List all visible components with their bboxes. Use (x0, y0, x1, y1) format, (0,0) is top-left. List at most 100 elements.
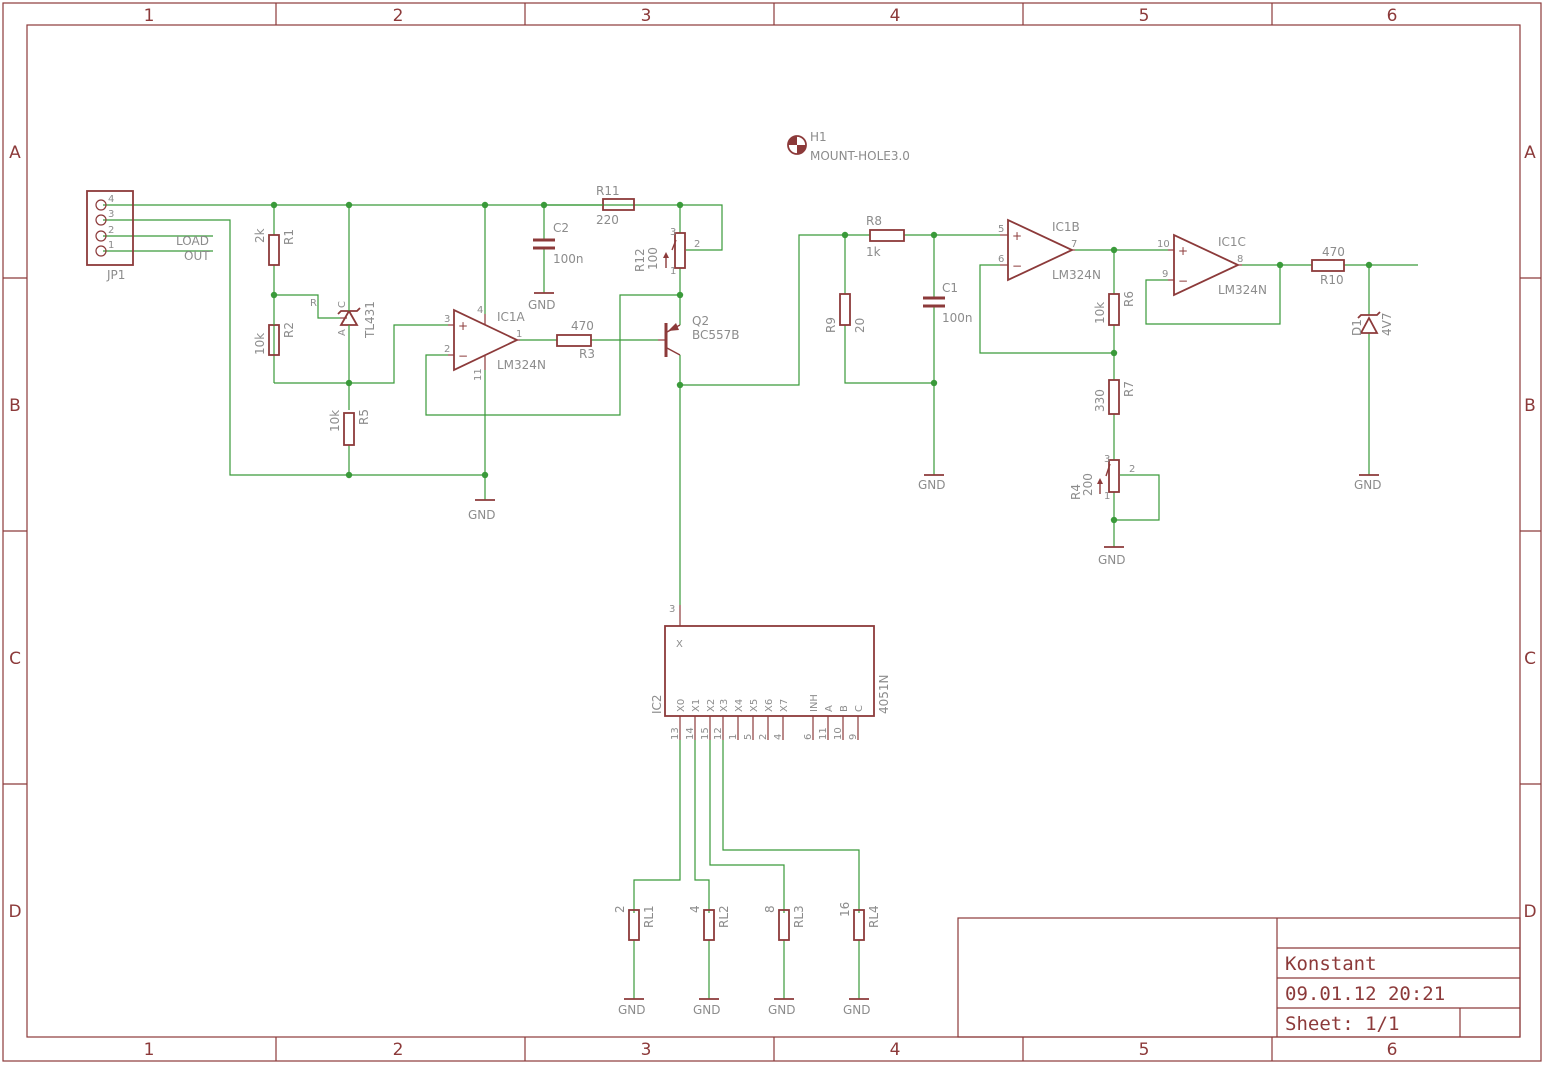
ic2-x-pin-label: X (676, 639, 683, 650)
c2-value: 100n (553, 252, 584, 266)
frame-row-b-left: B (9, 396, 21, 416)
title-block-title: Konstant (1285, 953, 1377, 975)
gnd-r4: GND (1098, 546, 1126, 567)
tl431-pin-a: A (337, 329, 348, 336)
r12-name: R12 (633, 248, 647, 272)
ic2-pin-num-2: 2 (758, 734, 769, 740)
frame-column-2-bottom: 2 (393, 1040, 404, 1060)
frame-row-c-right: C (1524, 649, 1536, 669)
ic2-pin-num-13: 13 (670, 727, 681, 740)
gnd-symbols: GND GND GND GND GND GND GND GND GND (468, 292, 1382, 1017)
frame-column-4-bottom: 4 (890, 1040, 901, 1060)
gnd-rl3: GND (768, 998, 796, 1017)
resistor-r9: R9 20 (824, 293, 867, 333)
resistor-r3: 470 R3 (556, 319, 595, 361)
trimmer-r4: R4 200 3 2 1 (1069, 454, 1135, 502)
gnd-label: GND (918, 478, 946, 492)
c1-name: C1 (942, 281, 958, 295)
opamp-ic1c: + − 10 9 8 IC1C LM324N (1157, 233, 1267, 297)
resistor-rl4: 16 RL4 (838, 902, 881, 941)
ic1a-plus: + (458, 319, 468, 333)
ic2-pin-num-10: 10 (833, 727, 844, 740)
rl2-name: RL2 (717, 905, 731, 928)
jp1-pin-4: 4 (108, 194, 114, 205)
rl1-value: 2 (613, 905, 627, 913)
frame-column-6-bottom: 6 (1387, 1040, 1398, 1060)
r8-name: R8 (866, 214, 882, 228)
title-block-sheet: Sheet: 1/1 (1285, 1013, 1399, 1035)
frame-column-2-top: 2 (393, 6, 404, 26)
gnd-label: GND (468, 508, 496, 522)
rl1-name: RL1 (642, 905, 656, 928)
rl3-name: RL3 (792, 905, 806, 928)
connector-jp1: 4 3 2 1 LOAD OUT JP1 (86, 190, 210, 282)
r9-value: 20 (853, 318, 867, 333)
tl431-pin-c: C (337, 301, 348, 308)
ic2-pin-label-x4: X4 (734, 699, 745, 712)
r9-name: R9 (824, 317, 838, 333)
ic1a-value: LM324N (497, 358, 546, 372)
title-block: Konstant 09.01.12 20:21 Sheet: 1/1 (957, 917, 1521, 1038)
gnd-ic1a: GND (468, 499, 496, 522)
r4-pin-2: 2 (1129, 464, 1135, 475)
ic1b-value: LM324N (1052, 268, 1101, 282)
ic2-pin-label-x6: X6 (764, 699, 775, 712)
resistor-r5: 10k R5 (328, 409, 371, 446)
jp1-label-load: LOAD (176, 234, 209, 248)
ic2-value: 4051N (877, 674, 891, 714)
rl3-value: 8 (763, 905, 777, 913)
r6-value: 10k (1093, 302, 1107, 324)
resistor-rl3: 8 RL3 (763, 905, 806, 941)
ic1c-pin-8: 8 (1237, 254, 1243, 265)
frame-column-1-top: 1 (144, 6, 155, 26)
h1-name: H1 (810, 130, 827, 144)
ic1a-pin-1: 1 (516, 329, 522, 340)
r11-name: R11 (596, 184, 620, 198)
gnd-rl2: GND (693, 998, 721, 1017)
gnd-label: GND (768, 1003, 796, 1017)
frame-column-3-bottom: 3 (641, 1040, 652, 1060)
resistor-r1: 2k R1 (253, 228, 296, 266)
zener-d1: D1 4V7 (1350, 311, 1394, 336)
r10-name: R10 (1320, 273, 1344, 287)
frame-column-1-bottom: 1 (144, 1040, 155, 1060)
opamp-ic1b: + − 5 6 7 IC1B LM324N (998, 218, 1101, 282)
ic2-pin-label-x2: X2 (706, 699, 717, 712)
ic1b-pin-6: 6 (998, 254, 1004, 265)
r10-value: 470 (1322, 245, 1345, 259)
q2-value: BC557B (692, 328, 740, 342)
ic2-pin-num-11: 11 (818, 727, 829, 740)
jp1-name: JP1 (106, 268, 125, 282)
mount-hole-h1: H1 MOUNT-HOLE3.0 (787, 130, 910, 163)
r2-name: R2 (282, 322, 296, 338)
transistor-q2: Q2 BC557B (658, 314, 740, 357)
jp1-pin-1: 1 (108, 240, 114, 251)
r5-value: 10k (328, 410, 342, 432)
ic1a-name: IC1A (497, 310, 526, 324)
r3-value: 470 (571, 319, 594, 333)
r11-value: 220 (596, 213, 619, 227)
r7-value: 330 (1093, 389, 1107, 412)
ic1c-minus: − (1178, 274, 1188, 288)
r1-name: R1 (282, 229, 296, 245)
ic2-pin-label-a: A (824, 705, 835, 712)
r12-pin-1: 1 (670, 266, 676, 277)
frame-column-5-bottom: 5 (1139, 1040, 1150, 1060)
q2-name: Q2 (692, 314, 709, 328)
frame-column-3-top: 3 (641, 6, 652, 26)
r7-name: R7 (1122, 381, 1136, 397)
r4-value: 200 (1081, 473, 1095, 496)
frame-column-4-top: 4 (890, 6, 901, 26)
ic1b-name: IC1B (1052, 220, 1080, 234)
gnd-label: GND (843, 1003, 871, 1017)
ic1c-pin-9: 9 (1162, 269, 1168, 280)
resistor-r11: R11 220 (544, 184, 635, 227)
gnd-c2: GND (528, 292, 556, 312)
ic1a-pin-4: 4 (477, 305, 483, 316)
gnd-rl1: GND (618, 998, 646, 1017)
title-block-date: 09.01.12 20:21 (1285, 983, 1445, 1005)
ic2-pin-label-x0: X0 (676, 699, 687, 712)
ic2-pin-num-14: 14 (685, 727, 696, 740)
